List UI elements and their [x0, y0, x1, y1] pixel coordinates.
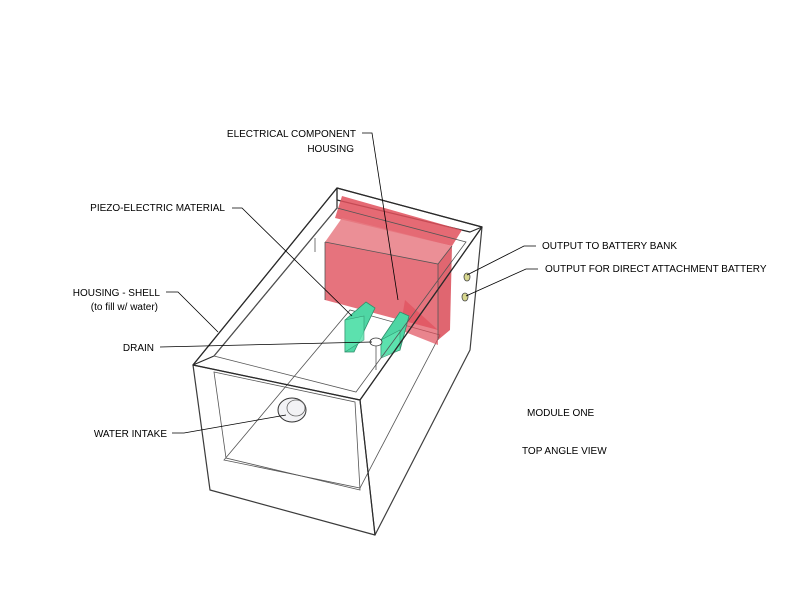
label-view: TOP ANGLE VIEW [522, 446, 607, 457]
output-port-battery-bank [463, 272, 471, 282]
label-housing-shell-line2: (to fill w/ water) [91, 302, 158, 313]
shell-front-wall [192, 364, 376, 536]
leader-drain [159, 341, 373, 348]
water-intake-inner [286, 399, 306, 417]
shell-inner-floor [223, 309, 441, 489]
leader-electrical [362, 132, 399, 301]
leader-water-intake [172, 414, 287, 434]
label-module: MODULE ONE [527, 408, 595, 419]
label-water-intake: WATER INTAKE [94, 429, 167, 440]
leader-housing-shell [166, 291, 219, 333]
electrical-housing-right-face [438, 246, 452, 340]
shell-front-inner-outline [213, 371, 361, 491]
piezo-plate-left-face [344, 315, 365, 353]
leader-piezo [232, 207, 353, 317]
leader-direct [465, 268, 538, 297]
label-piezo: PIEZO-ELECTRIC MATERIAL [90, 203, 225, 214]
label-output-direct: OUTPUT FOR DIRECT ATTACHMENT BATTERY [545, 264, 767, 275]
leader-battery-bank [466, 245, 536, 276]
water-intake-opening [277, 397, 307, 423]
label-housing-shell-line1: HOUSING - SHELL [73, 288, 161, 299]
output-port-direct [461, 292, 469, 302]
label-output-battery-bank: OUTPUT TO BATTERY BANK [542, 241, 677, 252]
label-drain: DRAIN [123, 343, 154, 354]
electrical-housing-back [335, 196, 462, 246]
shell-inner-rim [213, 207, 467, 393]
electrical-housing-lower [400, 300, 438, 345]
label-electrical-line2: HOUSING [307, 144, 354, 155]
label-electrical-line1: ELECTRICAL COMPONENT [227, 129, 356, 140]
